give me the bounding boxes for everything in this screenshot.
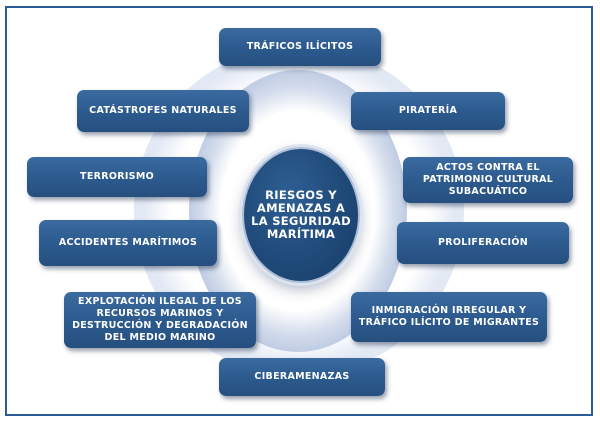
- node-explotacion-ilegal: EXPLOTACIÓN ILEGAL DE LOS RECURSOS MARIN…: [64, 292, 256, 348]
- node-inmigracion-irregular: INMIGRACIÓN IRREGULAR Y TRÁFICO ILÍCITO …: [351, 292, 547, 342]
- center-circle: RIESGOS Y AMENAZAS A LA SEGURIDAD MARÍTI…: [242, 147, 360, 283]
- center-label: RIESGOS Y AMENAZAS A LA SEGURIDAD MARÍTI…: [251, 188, 351, 241]
- node-proliferacion: PROLIFERACIÓN: [397, 222, 569, 264]
- diagram-frame: RIESGOS Y AMENAZAS A LA SEGURIDAD MARÍTI…: [5, 6, 593, 416]
- node-patrimonio-cultural: ACTOS CONTRA EL PATRIMONIO CULTURAL SUBA…: [403, 157, 573, 203]
- node-catastrofes-naturales: CATÁSTROFES NATURALES: [77, 90, 249, 132]
- node-traficos-ilicitos: TRÁFICOS ILÍCITOS: [219, 28, 381, 66]
- node-terrorismo: TERRORISMO: [27, 157, 207, 197]
- node-accidentes-maritimos: ACCIDENTES MARÍTIMOS: [39, 220, 217, 266]
- node-ciberamenazas: CIBERAMENAZAS: [219, 358, 385, 396]
- node-pirateria: PIRATERÍA: [351, 92, 505, 130]
